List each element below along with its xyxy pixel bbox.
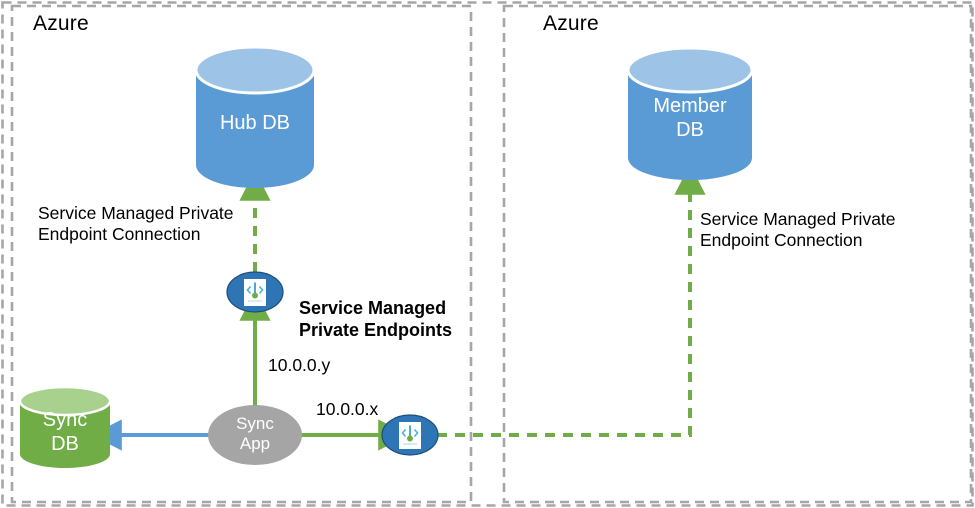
ip-label-member: 10.0.0.x	[316, 399, 379, 419]
left-zone-box	[10, 4, 473, 504]
member-db-label: Member DB	[653, 95, 727, 141]
node-hub-db[interactable]	[194, 45, 316, 188]
node-member-db[interactable]	[626, 46, 754, 180]
sync-db-label: Sync DB	[42, 409, 88, 455]
left-zone-label: Azure	[33, 12, 89, 35]
hub-connection-label: Service Managed Private Endpoint Connect…	[38, 203, 234, 245]
member-connection-label: Service Managed Private Endpoint Connect…	[700, 209, 896, 251]
private-endpoint-glyph	[246, 282, 264, 302]
connector-endpoint-member-to-member-db	[437, 164, 706, 437]
node-sync-db[interactable]	[18, 385, 112, 468]
hub-db-label: Hub DB	[219, 112, 291, 134]
ip-label-hub: 10.0.0.y	[268, 355, 331, 375]
node-private-endpoint-hub[interactable]	[226, 271, 284, 313]
private-endpoint-glyph	[401, 425, 419, 445]
sync-app-label: Sync App	[236, 414, 274, 454]
right-zone-label: Azure	[543, 12, 599, 35]
node-private-endpoint-member[interactable]	[381, 414, 439, 456]
right-zone-box	[502, 4, 973, 504]
service-managed-private-endpoints-heading: Service Managed Private Endpoints	[299, 298, 453, 340]
node-sync-app[interactable]	[208, 405, 302, 465]
